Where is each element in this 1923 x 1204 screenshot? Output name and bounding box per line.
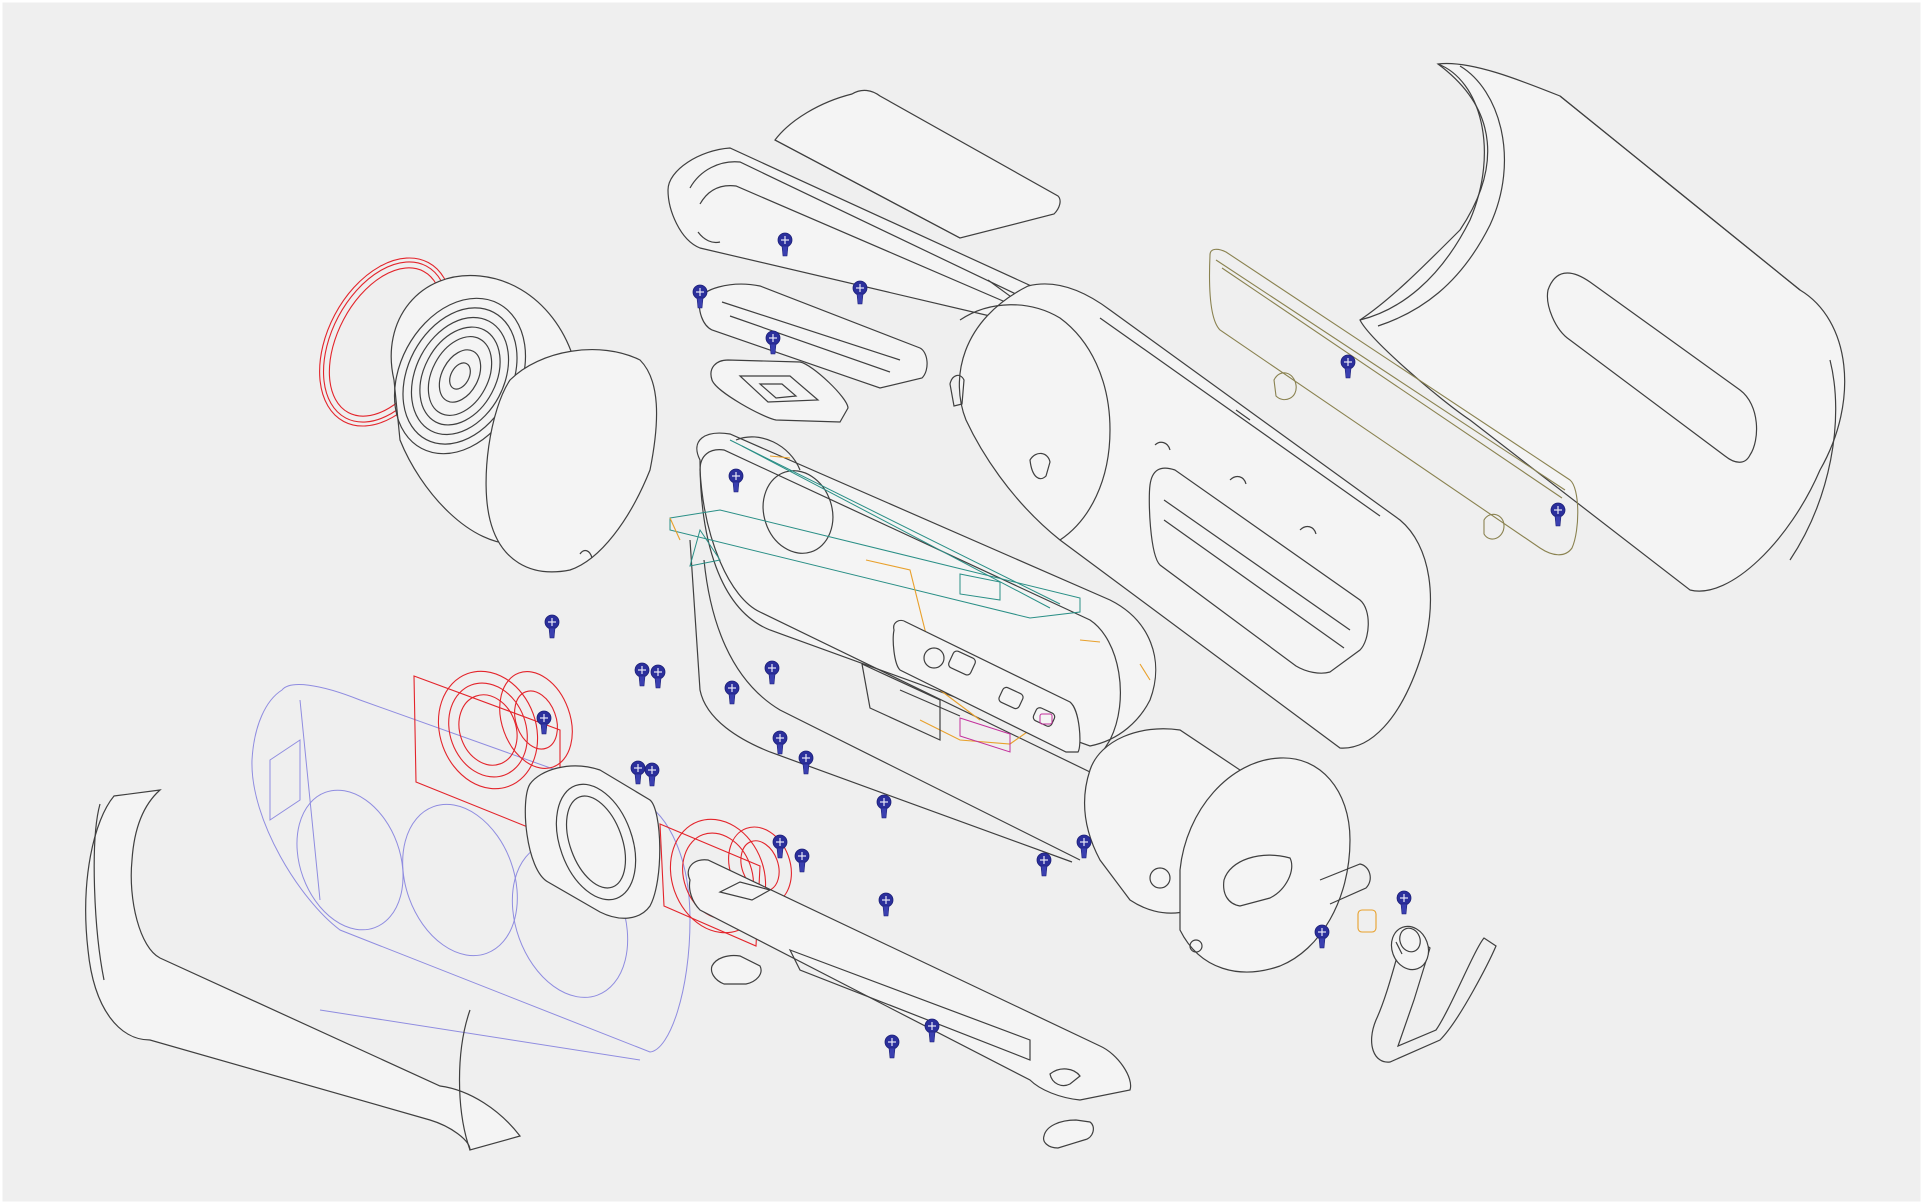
bottom-rail <box>688 860 1130 1100</box>
middle-bracket <box>700 284 928 388</box>
speaker-frame <box>252 685 690 1060</box>
top-handle-bracket <box>668 148 1040 319</box>
strap-handle <box>1372 921 1496 1062</box>
end-cap-cover <box>486 350 656 572</box>
foot-pad <box>712 955 1094 1148</box>
tripod-mount <box>1396 942 1402 954</box>
upper-cover-plate <box>775 90 1060 238</box>
woofer-driver <box>414 657 585 840</box>
right-end-caps <box>1085 729 1371 972</box>
orange-cables <box>670 456 1150 744</box>
main-housing <box>950 284 1430 748</box>
control-board <box>670 440 1080 618</box>
outer-shell-right <box>1360 63 1845 591</box>
io-connector <box>960 714 1052 752</box>
tripod-nut <box>1358 910 1376 932</box>
io-panel <box>862 620 1080 752</box>
square-bracket <box>711 360 848 422</box>
back-cover-olive <box>1209 249 1577 554</box>
front-grille-shell <box>86 790 520 1150</box>
battery-cylinder <box>697 433 1156 746</box>
woofer-gasket <box>525 766 659 918</box>
screw-fastener <box>536 232 1566 1059</box>
